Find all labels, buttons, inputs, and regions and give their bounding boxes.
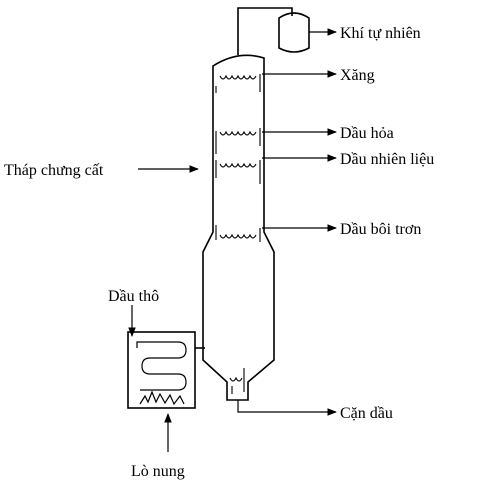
- tray-4: [215, 225, 261, 242]
- label-furnace: Lò nung: [131, 463, 185, 480]
- label-gasoline: Xăng: [340, 67, 375, 84]
- label-fuel-oil: Dầu nhiên liệu: [340, 151, 434, 168]
- label-residue: Cặn dầu: [340, 405, 393, 422]
- distillation-column: [202, 54, 275, 401]
- furnace: [127, 331, 196, 409]
- tray-1: [215, 74, 261, 93]
- residue-arrow: [237, 400, 337, 416]
- gas-tank: [278, 12, 310, 53]
- label-column: Tháp chưng cất: [4, 162, 104, 179]
- tray-3: [215, 160, 261, 184]
- label-lubricating-oil: Dầu bôi trơn: [340, 221, 421, 238]
- tray-2: [215, 128, 261, 154]
- top-vapor-pipe: [237, 7, 293, 55]
- flame-icon: [139, 390, 185, 406]
- label-kerosene: Dầu hỏa: [340, 125, 394, 142]
- label-natural-gas: Khí tự nhiên: [340, 25, 421, 42]
- tray-5: [229, 368, 245, 394]
- heating-coil: [136, 341, 187, 391]
- label-crude-oil: Dầu thô: [108, 288, 159, 305]
